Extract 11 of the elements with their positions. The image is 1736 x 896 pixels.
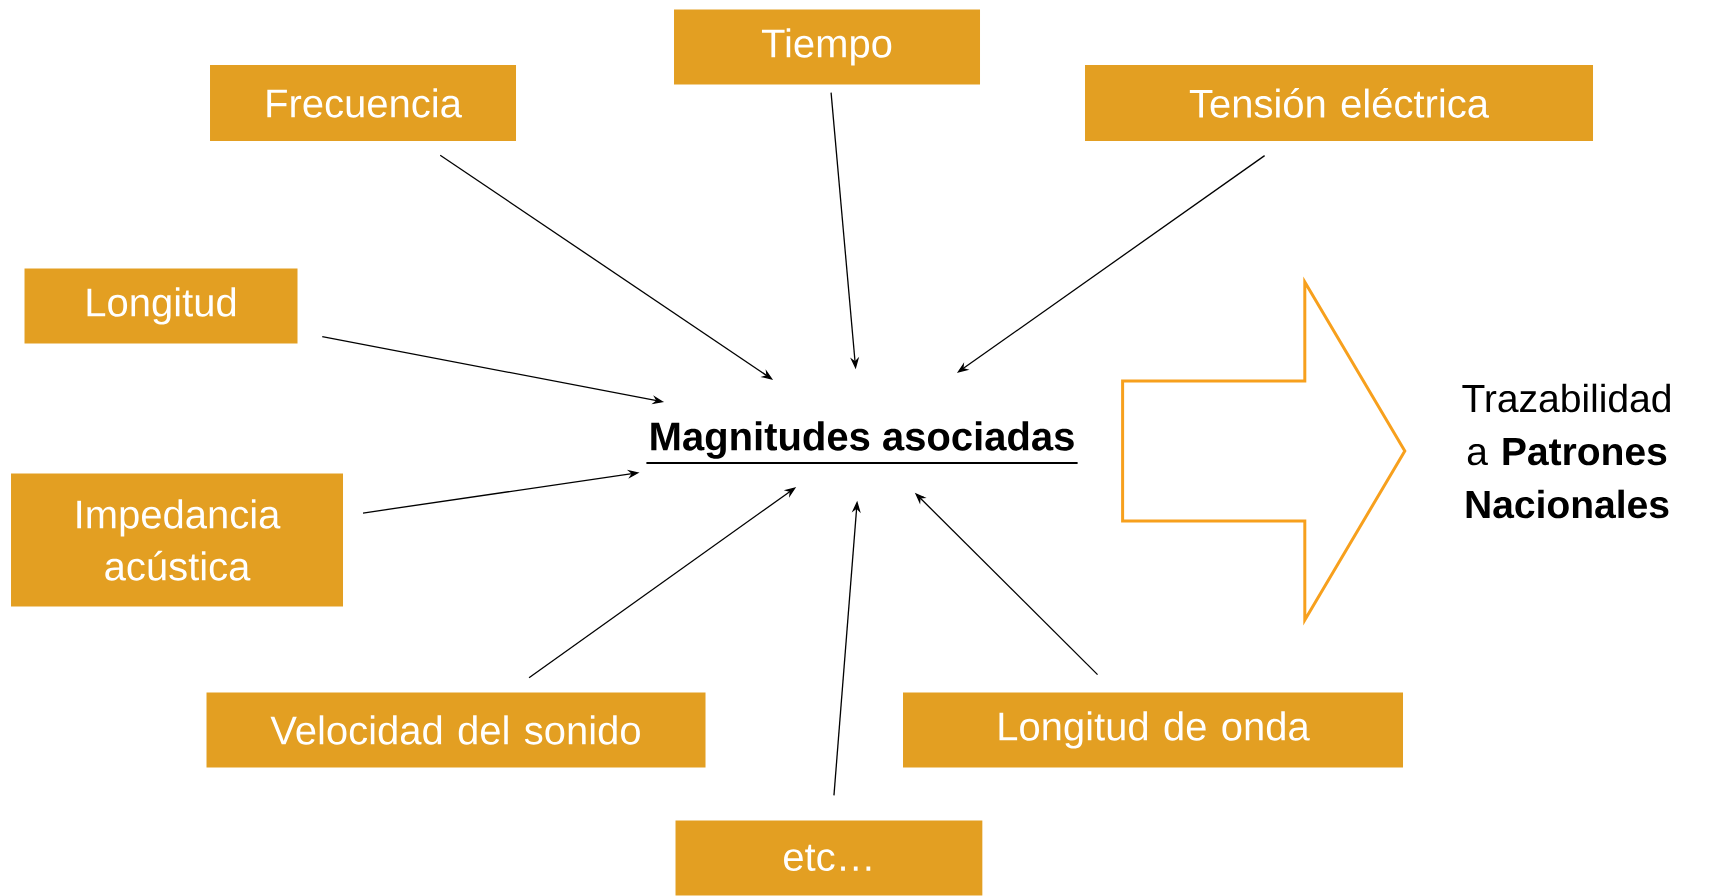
term-box: etc… <box>675 820 983 896</box>
term-box: Impedancia acústica <box>11 473 343 607</box>
underlined-heading: Magnitudes asociadas <box>645 421 1079 464</box>
term-box: Tensión eléctrica <box>1085 65 1593 141</box>
term-box: Longitud de onda <box>903 692 1403 768</box>
term-box: Frecuencia <box>210 65 516 141</box>
term-box: Tiempo <box>674 9 980 85</box>
term-box: Longitud <box>24 268 298 344</box>
side-text: Trazabilidad a Patrones Nacionales <box>1462 383 1670 519</box>
term-box: Velocidad del sonido <box>206 692 706 768</box>
block-arrow <box>1121 276 1407 626</box>
